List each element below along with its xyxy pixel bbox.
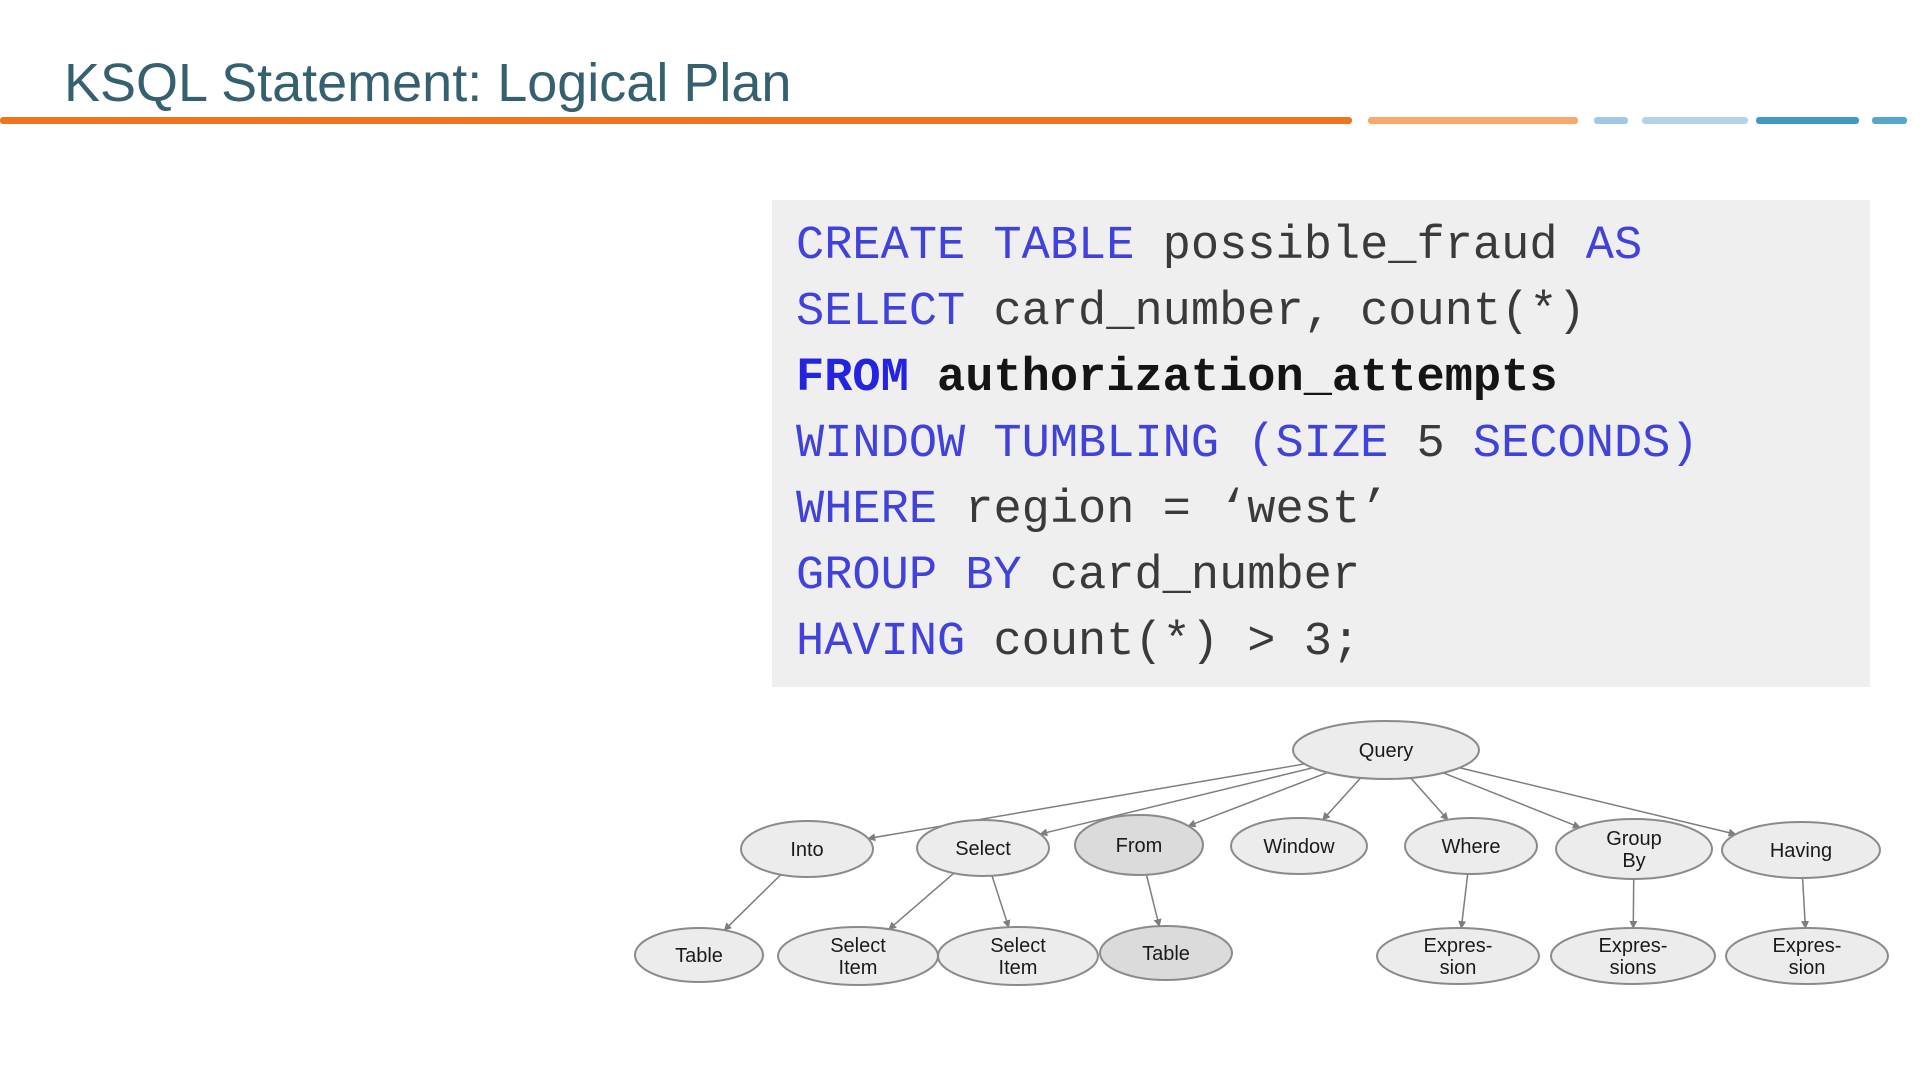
code-segment: 5 (1388, 418, 1473, 471)
tree-edge-where-to-expression-where (1458, 873, 1469, 930)
tree-node-ellipse (1376, 927, 1540, 985)
tree-node-from: From (1074, 814, 1204, 876)
tree-node-expression-where: Expres-sion (1376, 927, 1540, 985)
tree-edge-into-to-table-into (723, 874, 782, 931)
tree-edge-having-to-expression-having (1801, 877, 1810, 930)
tree-node-window: Window (1230, 817, 1368, 875)
tree-node-label: Query (1359, 740, 1413, 762)
tree-edge-query-to-window (1322, 777, 1362, 821)
rule-segment (1594, 117, 1628, 124)
rule-segment (1642, 117, 1748, 124)
tree-node-where: Where (1404, 817, 1538, 875)
tree-edge-select-to-select-item-2 (991, 875, 1011, 929)
code-line: GROUP BY card_number (796, 544, 1870, 610)
tree-node-ellipse (1721, 821, 1881, 879)
tree-node-ellipse (1292, 720, 1480, 780)
tree-node-label: Expres-sion (1424, 935, 1493, 979)
tree-node-label: Table (1142, 943, 1190, 965)
code-segment: authorization_attempts (908, 352, 1558, 405)
tree-node-table-from: Table (1099, 925, 1233, 981)
tree-node-ellipse (1404, 817, 1538, 875)
tree-edge-query-to-where (1410, 777, 1449, 821)
code-segment: region = ‘west’ (937, 484, 1389, 537)
tree-node-query: Query (1292, 720, 1480, 780)
tree-node-ellipse (1555, 818, 1713, 880)
tree-node-ellipse (916, 819, 1050, 877)
tree-node-label: Having (1770, 840, 1832, 862)
code-segment: possible_fraud (1134, 220, 1586, 273)
rule-segment (0, 117, 1352, 124)
tree-edge-query-to-from (1187, 771, 1328, 828)
tree-edge-query-to-having (1459, 767, 1737, 837)
code-segment: CREATE TABLE (796, 220, 1135, 273)
rule-segment (1872, 117, 1907, 124)
tree-node-having: Having (1721, 821, 1881, 879)
tree-edge-query-to-group-by (1442, 772, 1581, 829)
tree-node-select: Select (916, 819, 1050, 877)
code-segment: SECONDS) (1472, 418, 1699, 471)
code-line: CREATE TABLE possible_fraud AS (796, 214, 1870, 280)
tree-node-label: Into (790, 839, 823, 861)
tree-edge-query-to-select (1039, 767, 1313, 837)
tree-node-expression-having: Expres-sion (1725, 927, 1889, 985)
tree-node-ellipse (634, 927, 764, 983)
code-segment: card_number, count(*) (965, 286, 1586, 339)
tree-node-ellipse (1099, 925, 1233, 981)
tree-node-ellipse (1550, 927, 1716, 985)
page-title: KSQL Statement: Logical Plan (64, 53, 792, 113)
rule-segment (1368, 117, 1578, 124)
tree-node-label: From (1116, 835, 1163, 857)
tree-node-label: Expres-sions (1599, 935, 1668, 979)
tree-node-label: Expres-sion (1773, 935, 1842, 979)
tree-edge-from-to-table-from (1145, 874, 1162, 928)
code-line: WINDOW TUMBLING (SIZE 5 SECONDS) (796, 412, 1870, 478)
code-segment: count(*) > 3; (965, 616, 1361, 669)
code-line: FROM authorization_attempts (796, 346, 1870, 412)
tree-edge-select-to-select-item-1 (888, 872, 955, 930)
tree-node-ellipse (1074, 814, 1204, 876)
tree-node-expressions-group-by: Expres-sions (1550, 927, 1716, 985)
tree-node-label: Select (955, 838, 1011, 860)
tree-node-into: Into (740, 820, 874, 878)
tree-node-label: Where (1442, 836, 1501, 858)
tree-node-table-into: Table (634, 927, 764, 983)
code-line: SELECT card_number, count(*) (796, 280, 1870, 346)
code-segment: HAVING (796, 616, 966, 669)
code-segment: GROUP BY (796, 550, 1022, 603)
code-segment: SELECT (796, 286, 966, 339)
code-segment: WHERE (796, 484, 938, 537)
code-line: HAVING count(*) > 3; (796, 610, 1870, 676)
tree-node-label: Table (675, 945, 723, 967)
code-segment: AS (1585, 220, 1643, 273)
code-segment: FROM (796, 352, 909, 405)
tree-node-label: Window (1263, 836, 1335, 858)
tree-node-ellipse (1230, 817, 1368, 875)
code-line: WHERE region = ‘west’ (796, 478, 1870, 544)
tree-node-ellipse (1725, 927, 1889, 985)
tree-node-ellipse (740, 820, 874, 878)
title-accent-rule (0, 117, 1920, 124)
rule-segment (1756, 117, 1859, 124)
code-segment: WINDOW TUMBLING (SIZE (796, 418, 1389, 471)
code-segment: card_number (1021, 550, 1361, 603)
tree-node-ellipse (937, 926, 1099, 986)
